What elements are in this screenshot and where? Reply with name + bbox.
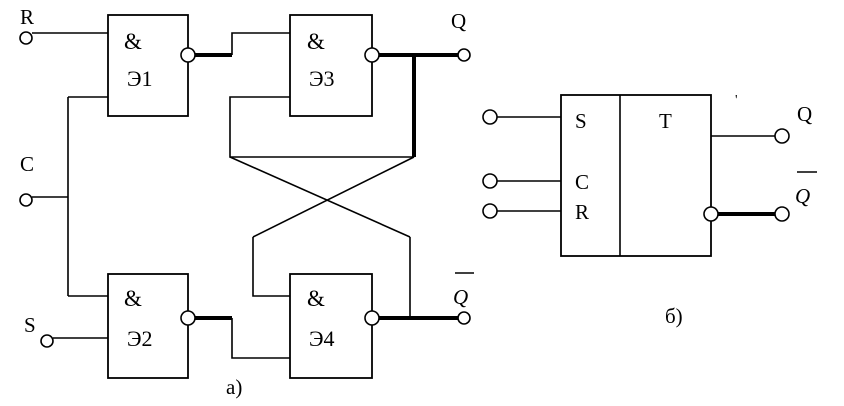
gate-e4-inverter-bubble	[364, 310, 380, 326]
input-r-terminal	[19, 31, 33, 45]
input-c-terminal	[19, 193, 33, 207]
input-c-label: C	[20, 152, 34, 176]
gate-e2-inverter-bubble	[180, 310, 196, 326]
t-block-pin-r: R	[575, 200, 589, 224]
t-input-wires	[497, 116, 561, 212]
gate-e1-symbol: &	[124, 29, 142, 54]
t-input-s-terminal	[482, 109, 498, 125]
wire-cross-qbar-to-q	[252, 156, 415, 238]
input-s-label: S	[24, 313, 36, 337]
schematic-a: & Э1 & Э2 & Э3 & Э4 R C S Q	[19, 5, 474, 399]
output-q-terminal	[457, 48, 471, 62]
gate-e1-box	[107, 14, 189, 117]
t-output-qbar-label-group: Q	[795, 171, 817, 208]
output-qbar-label: Q	[453, 285, 468, 309]
t-input-c-terminal	[482, 173, 498, 189]
gate-e2-box	[107, 273, 189, 379]
output-qbar-label-group: Q	[453, 272, 474, 309]
input-r-label: R	[20, 5, 34, 29]
caption-a: a)	[226, 375, 242, 399]
t-output-qbar-inverter-bubble	[703, 206, 719, 222]
wire-q-feedback-top	[229, 96, 414, 158]
t-block-pin-s: S	[575, 109, 587, 133]
t-block-pin-c: C	[575, 170, 589, 194]
wire-e1-to-e3	[231, 32, 290, 55]
t-output-q-label: Q	[797, 102, 812, 126]
gate-e4-name: Э4	[309, 326, 335, 351]
input-s-terminal	[40, 334, 54, 348]
t-input-r-terminal	[482, 203, 498, 219]
wire-q-output-bold	[379, 53, 458, 157]
output-qbar-terminal	[457, 311, 471, 325]
caption-b: б)	[665, 304, 683, 328]
gate-e3-box	[289, 14, 373, 117]
wire-c-to-e1-e2	[32, 96, 108, 297]
gate-e2-name: Э2	[127, 326, 153, 351]
gate-e3-symbol: &	[307, 29, 325, 54]
t-tick-mark: '	[735, 93, 738, 108]
gate-e2-symbol: &	[124, 286, 142, 311]
output-q-label: Q	[451, 9, 466, 33]
t-output-q-terminal	[774, 128, 790, 144]
t-output-qbar-label: Q	[795, 184, 810, 208]
t-block-box	[560, 94, 712, 257]
schematic-b: S C R T Q Q ' б)	[482, 93, 817, 328]
gate-e1-name: Э1	[127, 66, 153, 91]
wire-qbar-feedback-bottom	[252, 237, 290, 297]
gate-e3-inverter-bubble	[364, 47, 380, 63]
gate-e4-symbol: &	[307, 286, 325, 311]
t-block-label: T	[659, 109, 672, 133]
wire-cross-q-to-qbar	[229, 156, 411, 238]
gate-e4-box	[289, 273, 373, 379]
gate-e3-name: Э3	[309, 66, 335, 91]
wire-e2-to-e4	[231, 318, 290, 359]
t-output-qbar-terminal	[774, 206, 790, 222]
gate-e1-inverter-bubble	[180, 47, 196, 63]
